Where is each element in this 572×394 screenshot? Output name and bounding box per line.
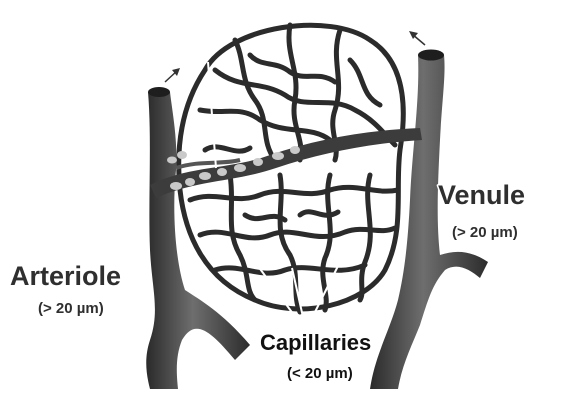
- capillary-mesh-14: [205, 147, 250, 151]
- capillary-mesh-8: [215, 265, 365, 273]
- pointer-4: [208, 62, 216, 168]
- venule-size: (> 20 µm): [452, 224, 518, 241]
- arteriole-label: Arteriole (> 20 µm): [10, 261, 121, 317]
- venule-vessel: [370, 31, 488, 389]
- arteriole-name: Arteriole: [10, 261, 121, 291]
- capillary-mesh-7: [200, 228, 395, 238]
- venule-opening: [418, 50, 444, 61]
- capillary-mesh-15: [350, 60, 380, 105]
- capillary-mesh-12: [360, 175, 370, 300]
- capillary-mesh-17: [300, 212, 338, 216]
- capillary-mesh-16: [245, 215, 285, 220]
- metarteriole-channel: [150, 128, 422, 198]
- venule-label: Venule (> 20 µm): [438, 180, 525, 241]
- arteriole-opening: [148, 87, 170, 97]
- venule-name: Venule: [438, 180, 525, 210]
- capillaries-label: Capillaries (< 20 µm): [260, 330, 371, 382]
- capillaries-name: Capillaries: [260, 330, 371, 355]
- arteriole-vessel: [146, 68, 250, 389]
- capillary-mesh-3: [289, 25, 301, 160]
- capillaries-size: (< 20 µm): [287, 365, 353, 382]
- arteriole-size: (> 20 µm): [38, 300, 104, 317]
- venule-body: [370, 55, 488, 389]
